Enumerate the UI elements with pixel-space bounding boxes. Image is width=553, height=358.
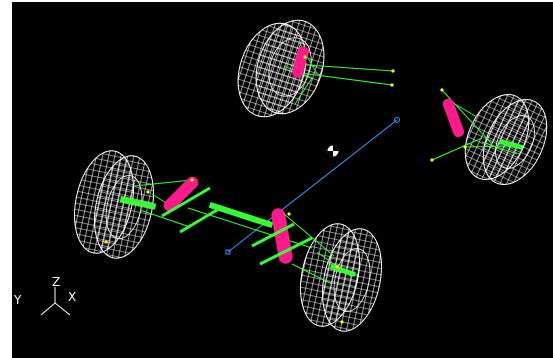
damper-icon[interactable] — [291, 45, 310, 79]
coil-spring-icon[interactable] — [208, 201, 274, 229]
wireframe-tire-icon[interactable] — [453, 84, 553, 194]
joint-marker — [303, 55, 307, 59]
damper-icon[interactable] — [441, 97, 465, 138]
joint-marker — [340, 320, 344, 324]
coordinate-triad-icon — [40, 287, 71, 316]
control-arm-left-upper — [161, 186, 223, 234]
triad-label-x: X — [68, 290, 76, 304]
steering-rack-line — [187, 207, 313, 249]
joint-marker — [146, 190, 150, 194]
center-of-mass-icon[interactable] — [327, 145, 339, 157]
joint-marker — [287, 212, 291, 216]
triad-label-y: Y — [13, 293, 22, 307]
joint-marker — [463, 145, 467, 149]
coil-spring-icon[interactable] — [119, 196, 157, 210]
joint-marker — [104, 240, 108, 244]
joint-marker — [390, 83, 394, 87]
wireframe-tire-icon[interactable] — [227, 11, 336, 125]
joint-marker — [335, 265, 339, 269]
coil-spring-icon[interactable] — [498, 138, 524, 151]
graphics-canvas[interactable]: Y Z X — [12, 2, 553, 358]
wireframe-tire-icon[interactable] — [292, 218, 390, 336]
joint-marker — [190, 178, 194, 182]
chassis-axis-start-marker — [225, 249, 231, 255]
chassis-axis-end-marker — [394, 117, 400, 123]
joint-marker — [430, 158, 434, 162]
joint-marker — [440, 88, 444, 92]
triad-label-z: Z — [52, 275, 60, 289]
damper-icon[interactable] — [161, 174, 201, 214]
chassis-axis-line — [227, 119, 398, 253]
control-arm-bottom — [251, 222, 313, 266]
joint-marker — [391, 69, 395, 73]
